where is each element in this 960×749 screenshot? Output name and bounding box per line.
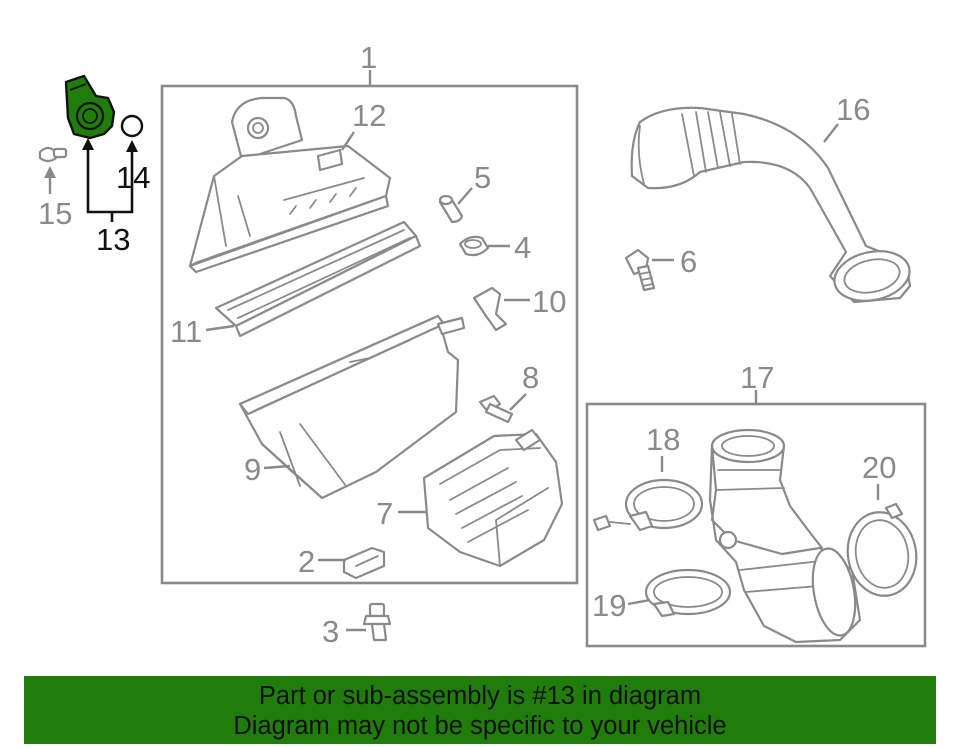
callout-5: 5 xyxy=(474,160,491,195)
callout-19: 19 xyxy=(592,588,626,623)
part-13-highlighted[interactable] xyxy=(64,74,116,140)
part-17-intake-duct[interactable] xyxy=(708,428,862,644)
part-10-bracket[interactable] xyxy=(472,286,508,332)
callout-11: 11 xyxy=(170,314,202,349)
leader-13 xyxy=(86,142,134,214)
callout-20: 20 xyxy=(862,450,896,485)
callout-10: 10 xyxy=(532,284,566,319)
part-14-o-ring[interactable] xyxy=(120,114,144,138)
leader-19 xyxy=(627,598,651,606)
callout-18: 18 xyxy=(646,422,680,457)
callout-1: 1 xyxy=(360,40,377,75)
part-20-seal-ring[interactable] xyxy=(841,502,923,601)
part-18-clamp[interactable] xyxy=(592,478,704,532)
callout-7: 7 xyxy=(376,496,393,531)
callout-16: 16 xyxy=(836,92,870,127)
callout-15: 15 xyxy=(38,196,72,231)
arrow-13 xyxy=(82,138,94,150)
part-12-cleaner-cover[interactable] xyxy=(188,96,392,274)
callout-13: 13 xyxy=(96,222,130,257)
part-3-bolt[interactable] xyxy=(362,602,392,642)
callout-2: 2 xyxy=(298,544,315,579)
part-6-bolt[interactable] xyxy=(624,248,656,292)
part-11-filter-element[interactable] xyxy=(214,220,422,338)
part-9-lower-housing[interactable] xyxy=(238,314,466,500)
part-19-clamp[interactable] xyxy=(644,568,732,618)
leader-5 xyxy=(457,187,473,205)
callout-12: 12 xyxy=(352,98,386,133)
leader-11 xyxy=(205,324,235,332)
leader-8 xyxy=(509,393,527,411)
part-15-grommet[interactable] xyxy=(38,146,68,163)
callout-4: 4 xyxy=(514,230,531,265)
callout-9: 9 xyxy=(244,452,261,487)
callout-17: 17 xyxy=(740,360,774,395)
arrow-15 xyxy=(44,166,56,178)
callout-6: 6 xyxy=(680,244,697,279)
part-2-clip[interactable] xyxy=(342,546,386,580)
part-4-grommet[interactable] xyxy=(458,235,490,257)
notice-banner: Part or sub-assembly is #13 in diagram D… xyxy=(24,676,936,744)
leader-16 xyxy=(823,123,839,143)
callout-14: 14 xyxy=(116,160,150,195)
leader-12 xyxy=(341,131,355,151)
part-16-intake-hose[interactable] xyxy=(630,106,914,308)
part-8-bolt[interactable] xyxy=(478,394,514,424)
leader-9 xyxy=(263,464,291,470)
arrow-14 xyxy=(126,140,138,152)
banner-line-1: Part or sub-assembly is #13 in diagram xyxy=(258,682,702,710)
callout-8: 8 xyxy=(522,360,539,395)
part-5-pin[interactable] xyxy=(438,194,464,224)
banner-line-2: Diagram may not be specific to your vehi… xyxy=(233,712,727,740)
callout-3: 3 xyxy=(322,614,339,649)
part-7-resonator[interactable] xyxy=(422,428,564,568)
